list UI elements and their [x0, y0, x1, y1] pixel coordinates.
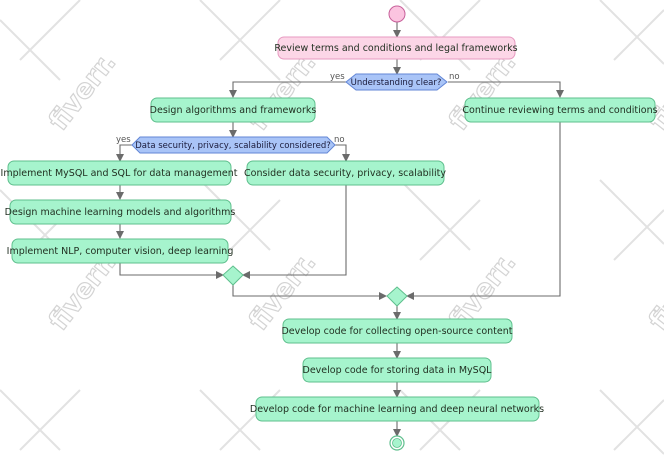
- node-code-ml-label: Develop code for machine learning and de…: [250, 404, 544, 415]
- node-consider-security-label: Consider data security, privacy, scalabi…: [244, 168, 446, 179]
- edge-label-security-yes: yes: [116, 135, 131, 145]
- node-consider-security: Consider data security, privacy, scalabi…: [244, 160, 446, 186]
- node-design-algorithms: Design algorithms and frameworks: [150, 97, 317, 123]
- node-code-collect-label: Develop code for collecting open-source …: [281, 326, 512, 337]
- watermark-text: fiverr.: [443, 47, 522, 136]
- end-node: [389, 435, 405, 451]
- node-implement-nlp: Implement NLP, computer vision, deep lea…: [7, 238, 234, 264]
- merge-node-2: [386, 286, 408, 307]
- edge-merge-merge2: [232, 285, 387, 300]
- node-implement-nlp-label: Implement NLP, computer vision, deep lea…: [7, 246, 234, 257]
- edge-label-understanding-no: no: [449, 72, 460, 82]
- watermark-text: fiverr.: [243, 47, 322, 136]
- decision-understanding-label: Understanding clear?: [351, 78, 442, 88]
- node-code-store: Develop code for storing data in MySQL: [302, 357, 493, 383]
- edges: [116, 22, 564, 437]
- edge-security-no: [335, 144, 350, 162]
- decision-security-label: Data security, privacy, scalability cons…: [135, 141, 330, 151]
- node-code-store-label: Develop code for storing data in MySQL: [303, 365, 493, 376]
- node-implement-mysql: Implement MySQL and SQL for data managem…: [1, 160, 238, 186]
- edge-understanding-yes: [229, 81, 346, 98]
- node-design-ml-label: Design machine learning models and algor…: [5, 207, 236, 218]
- edge-nlp-merge: [119, 263, 224, 279]
- node-continue-reviewing-label: Continue reviewing terms and conditions: [462, 105, 657, 116]
- edge-consider-merge: [242, 185, 347, 279]
- edge-label-security-no: no: [334, 135, 345, 145]
- merge-node-1: [222, 265, 244, 286]
- node-design-algorithms-label: Design algorithms and frameworks: [150, 105, 317, 116]
- edge-security-yes: [116, 144, 132, 162]
- node-code-ml: Develop code for machine learning and de…: [250, 396, 544, 422]
- edge-continue-merge2: [406, 122, 561, 300]
- watermark-text: fiverr.: [643, 247, 664, 336]
- node-design-ml: Design machine learning models and algor…: [5, 199, 236, 225]
- node-continue-reviewing: Continue reviewing terms and conditions: [462, 97, 658, 123]
- node-review-label: Review terms and conditions and legal fr…: [274, 43, 517, 54]
- decision-understanding: Understanding clear?: [345, 73, 448, 91]
- start-node: [388, 5, 406, 23]
- node-code-collect: Develop code for collecting open-source …: [281, 318, 513, 344]
- edge-label-understanding-yes: yes: [330, 72, 345, 82]
- decision-security: Data security, privacy, scalability cons…: [131, 136, 336, 154]
- watermark-text: fiverr.: [43, 47, 122, 136]
- node-implement-mysql-label: Implement MySQL and SQL for data managem…: [1, 168, 238, 179]
- node-review: Review terms and conditions and legal fr…: [274, 36, 518, 60]
- edge-understanding-no: [448, 81, 564, 98]
